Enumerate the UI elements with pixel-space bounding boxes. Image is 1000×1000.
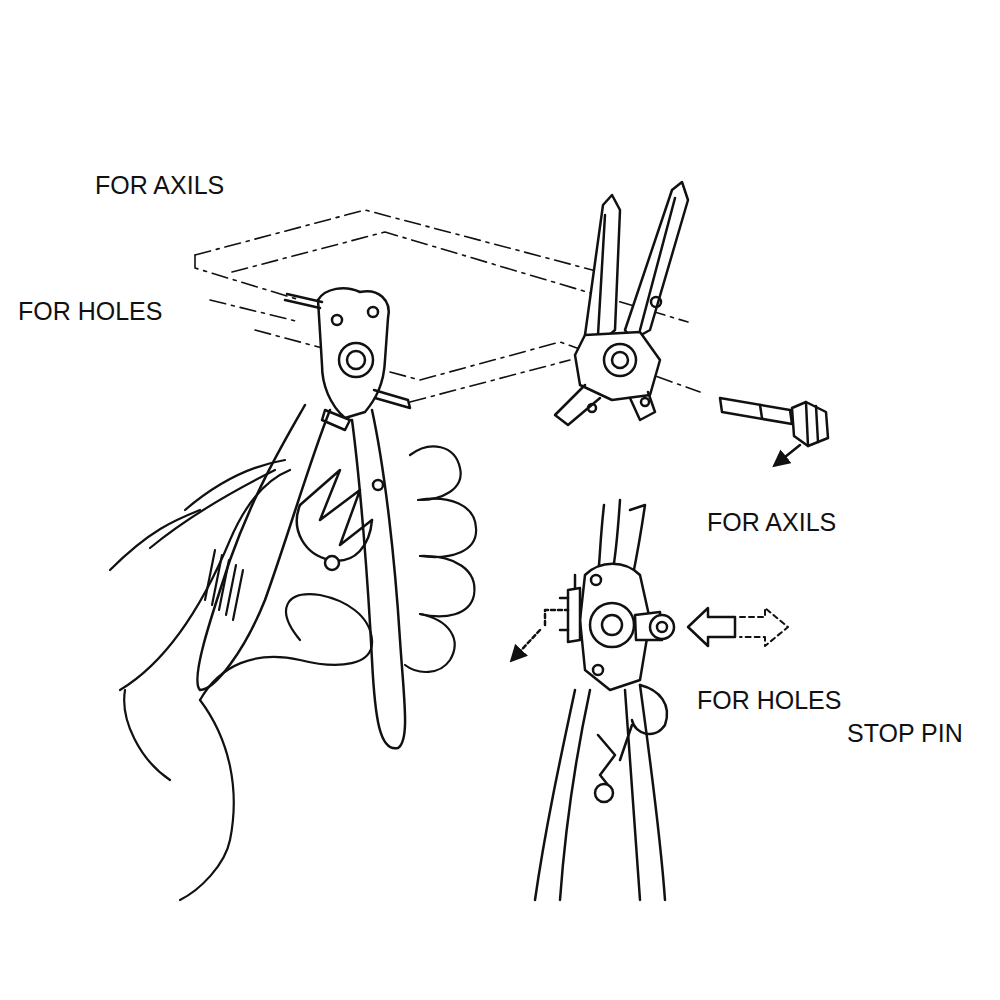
usage-label: FOR HOLES bbox=[695, 687, 843, 715]
pliers-in-hand bbox=[197, 288, 410, 748]
guide-lines bbox=[195, 210, 700, 402]
part-label: STOP PIN bbox=[845, 720, 965, 748]
detached-jaws bbox=[555, 182, 688, 425]
usage-label: FOR HOLES bbox=[16, 298, 164, 326]
usage-label: FOR AXILS bbox=[705, 509, 838, 537]
usage-label: FOR AXILS bbox=[93, 172, 226, 200]
stop-pin-part bbox=[720, 398, 828, 465]
